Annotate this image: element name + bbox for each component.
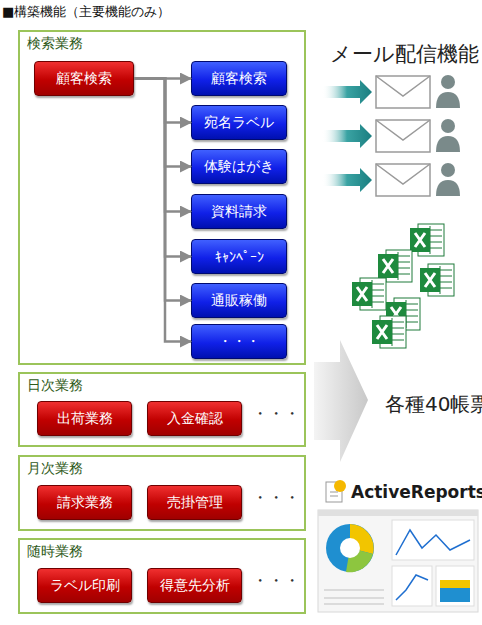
button-label: ｷｬﾝﾍﾟｰﾝ (215, 249, 264, 265)
ellipsis: ・・・ (252, 571, 300, 592)
branch-arrow (134, 79, 191, 301)
button-label: 宛名ラベル (204, 114, 274, 132)
function-button: 出荷業務 (37, 401, 132, 436)
ellipsis: ・・・ (252, 404, 300, 425)
result-button: 体験はがき (191, 149, 287, 184)
ellipsis: ・・・ (252, 488, 300, 509)
excel-icons (352, 224, 454, 348)
button-label: 入金確認 (167, 410, 223, 428)
button-label: 請求業務 (57, 494, 113, 512)
button-label: 顧客検索 (56, 70, 112, 88)
button-label: ラベル印刷 (50, 577, 120, 595)
button-label: 得意先分析 (160, 577, 230, 595)
result-button: 顧客検索 (191, 61, 287, 96)
label-text: メール配信機能 (330, 40, 479, 68)
group-heading: 日次業務 (27, 377, 83, 395)
result-button: 宛名ラベル (191, 105, 287, 140)
result-button: 資料請求 (191, 194, 287, 229)
group-heading: 随時業務 (27, 543, 83, 561)
button-label: ・・・ (218, 333, 260, 351)
branch-arrow (134, 77, 191, 80)
function-button: 売掛管理 (147, 485, 242, 520)
branch-arrow (134, 79, 191, 167)
button-label: 顧客検索 (211, 70, 267, 88)
mail-illustration (322, 75, 460, 196)
report-screenshot (318, 510, 478, 612)
button-label: 資料請求 (211, 203, 267, 221)
button-label: 通販稼働 (211, 292, 267, 310)
branch-arrow (134, 79, 191, 342)
product-name: ActiveReports 6 (351, 482, 482, 502)
function-button: 得意先分析 (147, 568, 242, 603)
branch-arrow (134, 79, 191, 212)
result-button: ｷｬﾝﾍﾟｰﾝ (191, 239, 287, 274)
button-label: 体験はがき (204, 158, 274, 176)
function-button: 請求業務 (37, 485, 132, 520)
group-heading: 月次業務 (27, 460, 83, 478)
branch-arrow (134, 79, 191, 257)
result-button: 通販稼働 (191, 283, 287, 318)
function-button: ラベル印刷 (37, 568, 132, 603)
button-label: 売掛管理 (167, 494, 223, 512)
activereports-logo (326, 480, 346, 502)
button-label: 出荷業務 (57, 410, 113, 428)
branch-arrow (134, 79, 191, 123)
function-button: 入金確認 (147, 401, 242, 436)
diagram-title: ■構築機能（主要機能のみ） (2, 3, 170, 21)
result-button: ・・・ (191, 324, 287, 359)
group-heading: 検索業務 (27, 35, 83, 53)
function-button: 顧客検索 (34, 61, 134, 96)
label-text: 各種40帳票 (385, 391, 482, 418)
big-arrow (314, 340, 368, 462)
group-box: 検索業務顧客検索 顧客検索宛名ラベル体験はがき資料請求 ｷｬﾝﾍﾟｰﾝ 通販稼働・・・ (18, 30, 306, 365)
